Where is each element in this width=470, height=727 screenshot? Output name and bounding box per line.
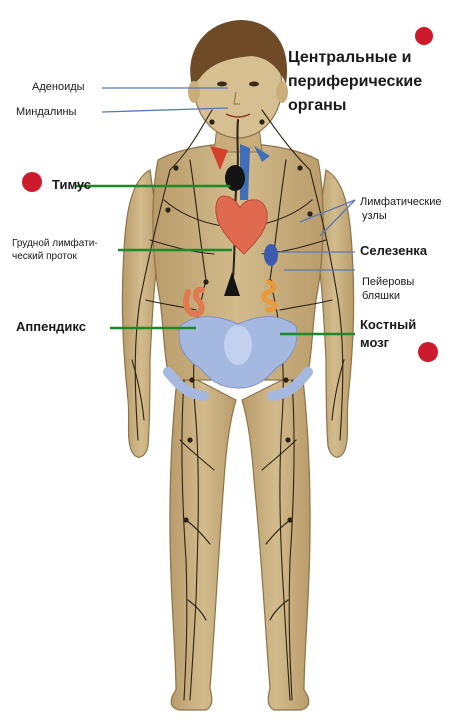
lymph-node bbox=[183, 517, 188, 522]
label-peyer-line2: бляшки bbox=[362, 290, 400, 303]
lymph-node bbox=[287, 517, 292, 522]
label-marrow-line2: мозг bbox=[360, 336, 389, 351]
lymph-node bbox=[307, 211, 312, 216]
lymph-node bbox=[259, 119, 264, 124]
diagram-title: Центральные и периферические органы bbox=[288, 46, 422, 118]
label-peyer-line1: Пейеровы bbox=[362, 276, 414, 289]
label-thymus: Тимус bbox=[52, 178, 91, 193]
lymph-node bbox=[189, 377, 194, 382]
lymph-node bbox=[173, 165, 178, 170]
spleen-organ bbox=[264, 244, 278, 266]
lymph-node bbox=[187, 437, 192, 442]
title-line-1: Центральные и bbox=[288, 46, 422, 70]
marker-marrow bbox=[418, 342, 438, 362]
label-adenoids: Аденоиды bbox=[32, 81, 85, 94]
lymph-node bbox=[283, 377, 288, 382]
lymph-node bbox=[297, 165, 302, 170]
label-lymph-nodes-line1: Лимфатические bbox=[360, 196, 441, 209]
lymph-node bbox=[209, 119, 214, 124]
marker-title bbox=[415, 27, 433, 45]
lymph-node bbox=[285, 437, 290, 442]
label-marrow-line1: Костный bbox=[360, 318, 416, 333]
label-appendix: Аппендикс bbox=[16, 320, 86, 335]
label-thoracic-duct-line1: Грудной лимфати- bbox=[12, 238, 98, 250]
title-line-3: органы bbox=[288, 94, 422, 118]
marker-thymus bbox=[22, 172, 42, 192]
title-line-2: периферические bbox=[288, 70, 422, 94]
label-lymph-nodes-line2: узлы bbox=[362, 210, 387, 223]
label-spleen: Селезенка bbox=[360, 244, 427, 259]
lymph-node bbox=[165, 207, 170, 212]
lymph-node bbox=[203, 279, 208, 284]
label-tonsils: Миндалины bbox=[16, 106, 76, 119]
label-thoracic-duct-line2: ческий проток bbox=[12, 251, 77, 263]
